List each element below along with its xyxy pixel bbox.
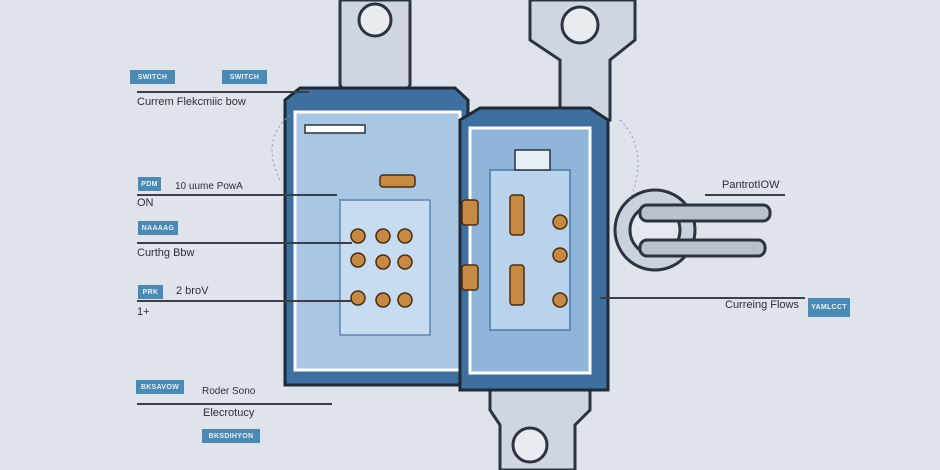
dashed-guide [271, 114, 291, 181]
label-text: Currem Flekcmiic bow [137, 96, 246, 108]
leader-line [137, 403, 332, 405]
dashed-guide [619, 119, 639, 201]
label-tag: YAMLCCT [808, 298, 850, 317]
top-terminal-left [338, 0, 412, 112]
label-text: 1+ [137, 306, 150, 318]
label-tag: BKSDIHYON [202, 429, 260, 443]
plug-prongs [613, 188, 772, 272]
label-text: ON [137, 197, 154, 209]
label-text: PantrotIOW [722, 179, 780, 191]
bottom-terminal [488, 383, 592, 470]
copper-contacts [350, 174, 568, 308]
label-text: 10 uume PowA [175, 181, 243, 192]
label-tag: PRK [138, 285, 163, 299]
label-tag: BKSAVOW [136, 380, 184, 394]
leader-line [137, 91, 309, 93]
label-text: Curthg Bbw [137, 247, 195, 259]
label-text: Roder Sono [202, 386, 256, 397]
top-terminal-right [528, 0, 637, 122]
label-tag: NAAAAG [138, 221, 178, 235]
leader-line [137, 194, 337, 196]
right-housing [458, 106, 610, 392]
label-tag: PDM [138, 177, 161, 191]
label-tag: SWITCH [222, 70, 267, 84]
label-text: Elecrotucy [203, 407, 255, 419]
leader-line [137, 300, 352, 302]
leader-line [600, 297, 805, 299]
label-text: Curreing Flows [725, 299, 799, 311]
leader-line [705, 194, 785, 196]
leader-line [137, 242, 352, 244]
label-tag: SWITCH [130, 70, 175, 84]
label-text: 2 broV [176, 285, 209, 297]
